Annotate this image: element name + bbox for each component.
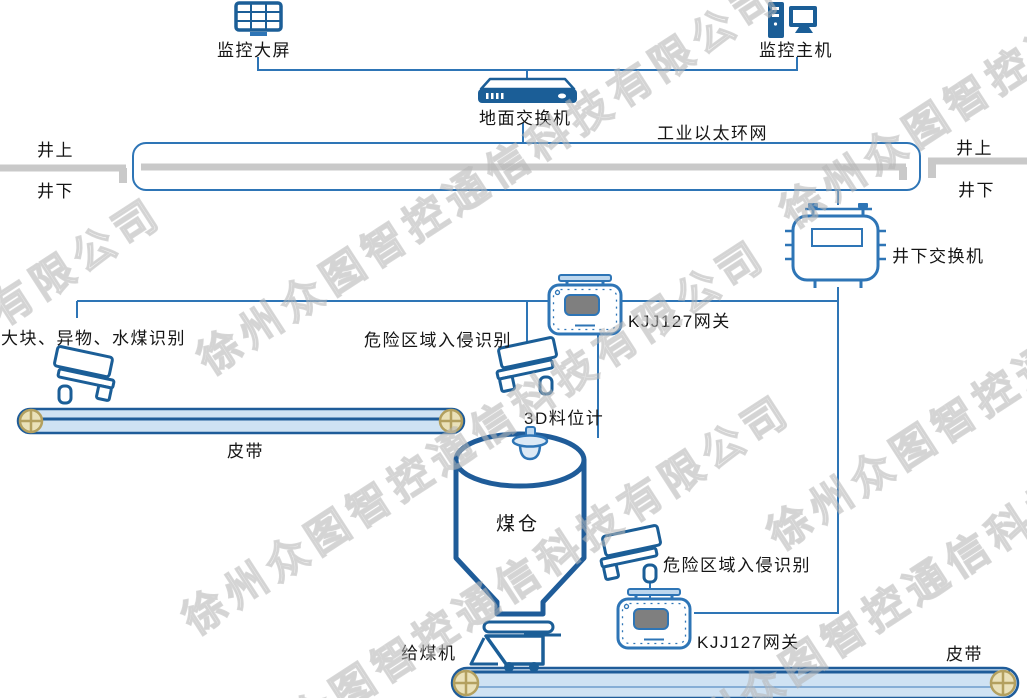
gateway-top-label: KJJ127网关 bbox=[628, 312, 731, 331]
underground-switch-icon bbox=[785, 203, 886, 288]
monitor-wall-icon bbox=[234, 1, 283, 36]
underground-left-label: 井下 bbox=[37, 182, 74, 201]
monitor-host-label: 监控主机 bbox=[759, 41, 833, 60]
gateway-bottom-icon bbox=[616, 588, 692, 650]
ground-switch-label: 地面交换机 bbox=[479, 109, 572, 128]
gateway-top-icon bbox=[547, 274, 623, 336]
coal-bunker-label: 煤仓 bbox=[496, 514, 541, 535]
coal-feeder-icon bbox=[469, 620, 561, 672]
ethernet-ring-box bbox=[132, 142, 921, 191]
mine-boundary-line bbox=[0, 157, 1027, 183]
ring-network-label: 工业以太环网 bbox=[657, 124, 768, 143]
camera-danger-top-label: 危险区域入侵识别 bbox=[364, 331, 512, 350]
level-sensor-label: 3D料位计 bbox=[524, 409, 605, 428]
coal-bunker-icon bbox=[453, 431, 587, 617]
monitor-wall-label: 监控大屏 bbox=[217, 41, 291, 60]
camera-danger-top-icon bbox=[495, 336, 558, 396]
belt-top bbox=[16, 407, 466, 435]
surface-right-label: 井上 bbox=[956, 139, 993, 158]
belt-bottom bbox=[450, 666, 1020, 698]
camera-danger-bottom-icon bbox=[599, 524, 662, 584]
camera-belt-label: 大块、异物、水煤识别 bbox=[1, 329, 186, 348]
gateway-bottom-label: KJJ127网关 bbox=[697, 633, 800, 652]
coal-feeder-label: 给煤机 bbox=[401, 644, 457, 663]
belt-top-label: 皮带 bbox=[227, 442, 264, 461]
monitor-host-icon bbox=[768, 2, 817, 38]
belt-wheel-icon bbox=[989, 669, 1017, 697]
ground-switch-icon bbox=[478, 77, 577, 103]
underground-switch-label: 井下交换机 bbox=[892, 247, 985, 266]
underground-right-label: 井下 bbox=[958, 181, 995, 200]
belt-wheel-icon bbox=[438, 408, 464, 434]
level-sensor-icon bbox=[511, 426, 549, 461]
belt-wheel-icon bbox=[18, 408, 44, 434]
surface-left-label: 井上 bbox=[37, 141, 74, 160]
camera-belt-icon bbox=[53, 345, 116, 405]
camera-danger-bottom-label: 危险区域入侵识别 bbox=[663, 556, 811, 575]
belt-bottom-label: 皮带 bbox=[946, 645, 983, 664]
belt-wheel-icon bbox=[452, 669, 480, 697]
